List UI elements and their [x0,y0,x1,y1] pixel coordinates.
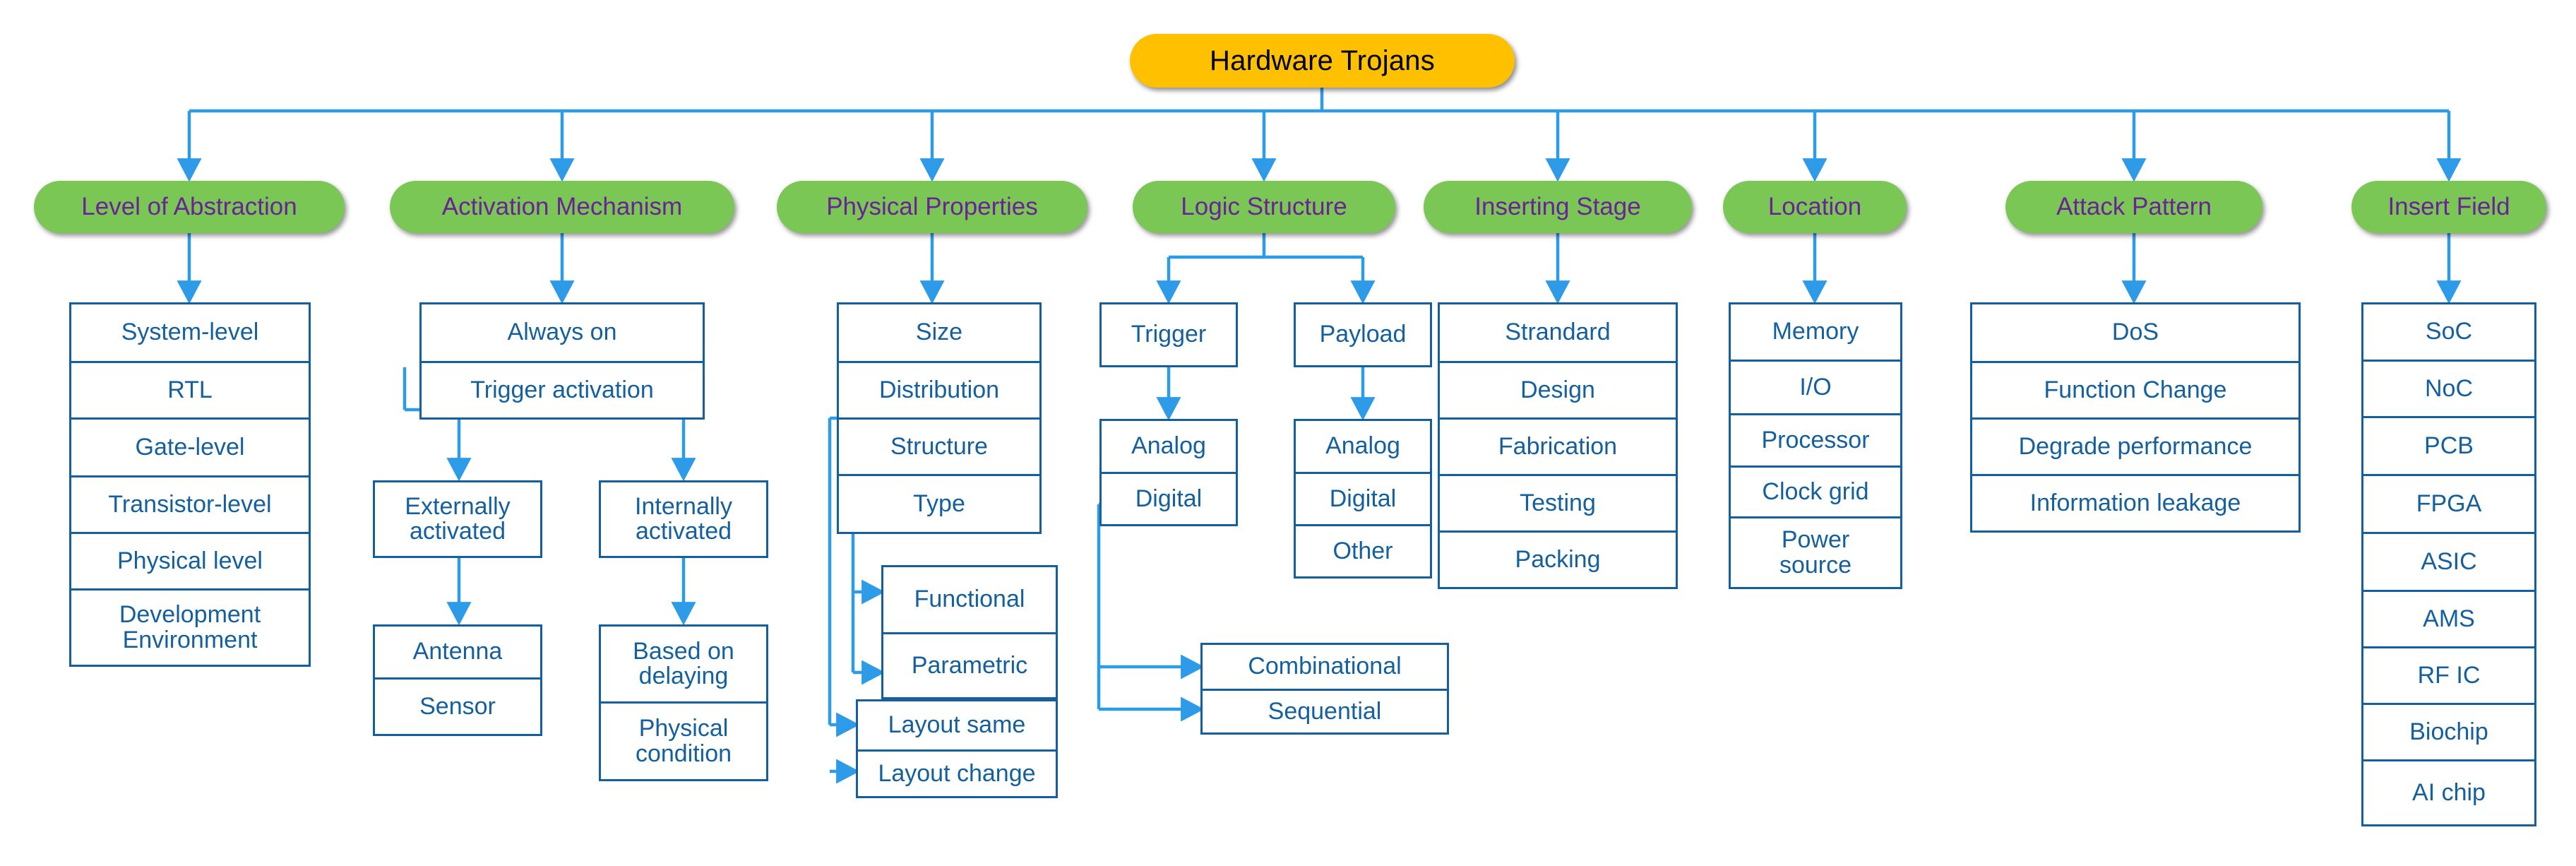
leaf-gate-level[interactable]: Gate-level [71,417,309,475]
leaf-layout-same[interactable]: Layout same [888,711,1026,739]
group-level-of-abstraction: System-level RTL Gate-level Transistor-l… [69,302,311,667]
leaf-always-on[interactable]: Always on [507,319,617,346]
leaf-degrade-performance[interactable]: Degrade performance [1972,417,2298,474]
category-physical-properties[interactable]: Physical Properties [777,181,1087,233]
leaf-trigger-digital[interactable]: Digital [1102,472,1236,524]
leaf-distribution[interactable]: Distribution [839,361,1039,417]
leaf-memory[interactable]: Memory [1772,318,1859,345]
category-logic-structure[interactable]: Logic Structure [1133,181,1395,233]
leaf-based-on-delaying[interactable]: Based on delaying [633,637,734,689]
root-node-label: Hardware Trojans [1210,45,1435,76]
leaf-payload-digital[interactable]: Digital [1296,472,1430,524]
leaf-rtl[interactable]: RTL [71,361,309,417]
group-internal-leaves: Based on delaying Physical condition [599,624,768,781]
leaf-information-leakage[interactable]: Information leakage [1972,474,2298,530]
leaf-parametric[interactable]: Parametric [883,632,1056,697]
leaf-physical-level[interactable]: Physical level [71,532,309,588]
group-type-children: Functional Parametric [881,565,1058,699]
group-payload-children: Analog Digital Other [1294,419,1432,579]
category-label: Location [1767,192,1862,220]
leaf-development-environment[interactable]: Development Environment [71,588,309,665]
leaf-processor[interactable]: Processor [1731,413,1900,465]
leaf-fabrication[interactable]: Fabrication [1440,417,1676,474]
category-label: Physical Properties [826,192,1038,220]
group-structure-children: Layout same Layout change [856,699,1058,798]
leaf-io[interactable]: I/O [1731,360,1900,413]
category-activation-mechanism[interactable]: Activation Mechanism [390,181,734,233]
leaf-functional[interactable]: Functional [914,586,1025,613]
leaf-function-change[interactable]: Function Change [1972,361,2298,417]
group-internally-activated: Internally activated [599,480,768,558]
leaf-payload-analog[interactable]: Analog [1325,432,1400,460]
group-externally-activated: Externally activated [373,480,542,558]
leaf-layout-change[interactable]: Layout change [858,749,1056,796]
leaf-internally-activated[interactable]: Internally activated [635,492,732,545]
category-label: Attack Pattern [2056,192,2212,220]
leaf-strandard[interactable]: Strandard [1505,319,1611,346]
leaf-type[interactable]: Type [839,474,1039,532]
leaf-trigger[interactable]: Trigger [1131,321,1207,348]
leaf-payload-other[interactable]: Other [1296,524,1430,576]
category-level-of-abstraction[interactable]: Level of Abstraction [34,181,345,233]
group-digital-children: Combinational Sequential [1200,643,1449,735]
leaf-design[interactable]: Design [1440,361,1676,417]
category-label: Activation Mechanism [441,192,683,220]
leaf-dos[interactable]: DoS [2111,319,2159,346]
group-inserting-stage: Strandard Design Fabrication Testing Pac… [1438,302,1678,589]
group-trigger-children: Analog Digital [1099,419,1238,526]
root-node-hardware-trojans[interactable]: Hardware Trojans [1130,34,1515,88]
leaf-size[interactable]: Size [915,319,963,346]
group-insert-field: SoC NoC PCB FPGA ASIC AMS RF IC Biochip … [2361,302,2536,826]
leaf-fpga[interactable]: FPGA [2363,474,2534,532]
category-label: Inserting Stage [1474,192,1641,220]
leaf-biochip[interactable]: Biochip [2363,703,2534,759]
leaf-transistor-level[interactable]: Transistor-level [71,475,309,532]
leaf-packing[interactable]: Packing [1440,530,1676,587]
category-location[interactable]: Location [1723,181,1907,233]
leaf-clock-grid[interactable]: Clock grid [1731,465,1900,516]
leaf-ai-chip[interactable]: AI chip [2363,759,2534,824]
group-activation-top: Always on Trigger activation [419,302,705,420]
group-payload: Payload [1294,302,1432,367]
leaf-rf-ic[interactable]: RF IC [2363,646,2534,703]
leaf-sequential[interactable]: Sequential [1203,689,1447,732]
leaf-ams[interactable]: AMS [2363,590,2534,646]
group-physical-properties: Size Distribution Structure Type [837,302,1042,534]
category-attack-pattern[interactable]: Attack Pattern [2005,181,2262,233]
leaf-sensor[interactable]: Sensor [375,677,540,734]
category-label: Logic Structure [1181,192,1347,220]
group-attack-pattern: DoS Function Change Degrade performance … [1970,302,2301,533]
leaf-asic[interactable]: ASIC [2363,532,2534,590]
leaf-physical-condition[interactable]: Physical condition [601,701,766,779]
category-insert-field[interactable]: Insert Field [2351,181,2546,233]
leaf-externally-activated[interactable]: Externally activated [405,492,511,545]
leaf-noc[interactable]: NoC [2363,360,2534,416]
leaf-testing[interactable]: Testing [1440,474,1676,530]
leaf-combinational[interactable]: Combinational [1248,653,1402,680]
leaf-power-source[interactable]: Power source [1731,516,1900,587]
leaf-soc[interactable]: SoC [2425,318,2473,345]
leaf-trigger-analog[interactable]: Analog [1131,432,1206,460]
group-external-leaves: Antenna Sensor [373,624,542,736]
leaf-pcb[interactable]: PCB [2363,416,2534,474]
group-trigger: Trigger [1099,302,1238,367]
leaf-trigger-activation[interactable]: Trigger activation [422,361,703,417]
leaf-payload[interactable]: Payload [1319,321,1407,348]
leaf-system-level[interactable]: System-level [121,319,259,346]
group-location: Memory I/O Processor Clock grid Power so… [1729,302,1902,589]
leaf-structure[interactable]: Structure [839,417,1039,474]
category-inserting-stage[interactable]: Inserting Stage [1424,181,1692,233]
leaf-antenna[interactable]: Antenna [412,638,503,665]
category-label: Level of Abstraction [81,192,297,220]
category-label: Insert Field [2387,192,2510,220]
